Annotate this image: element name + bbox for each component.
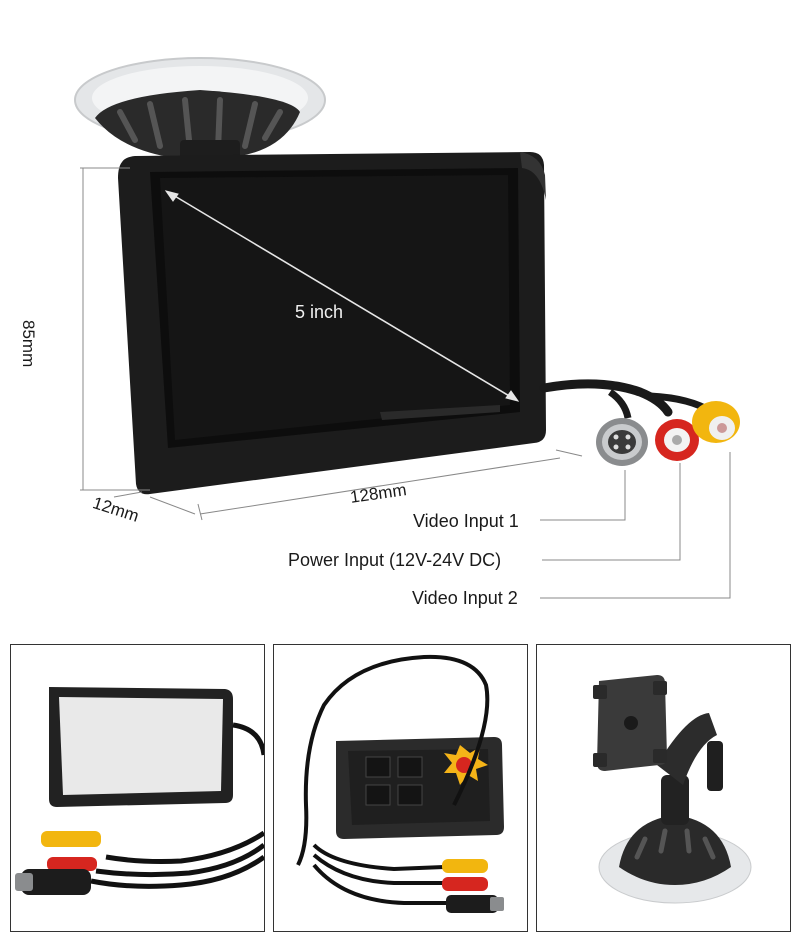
monitor-illustration	[74, 57, 740, 599]
yellow-rca-connector	[692, 401, 740, 443]
diagonal-arrow	[164, 190, 520, 402]
video-input-2-label: Video Input 2	[412, 588, 518, 608]
aviation-connector	[596, 418, 648, 466]
cable-assembly	[539, 379, 714, 419]
diagonal-label: 5 inch	[295, 302, 344, 322]
panel-front-view	[10, 644, 265, 932]
product-diagram: 5 inch 85mm 128mm 12mm Video Input 1 Pow…	[19, 57, 740, 608]
dimension-lines	[80, 167, 731, 599]
height-label: 85mm	[19, 320, 38, 368]
power-input-label: Power Input (12V-24V DC)	[288, 550, 502, 570]
panel-back-view	[273, 644, 528, 932]
red-rca-connector	[655, 419, 699, 461]
monitor-body	[118, 152, 546, 495]
video-input-1-label: Video Input 1	[413, 511, 519, 531]
back-view-photo	[296, 654, 504, 913]
panel-suction-mount	[536, 644, 791, 932]
front-view-photo	[15, 687, 264, 895]
suction-cup-mount	[74, 57, 326, 162]
suction-mount-photo	[593, 675, 752, 904]
